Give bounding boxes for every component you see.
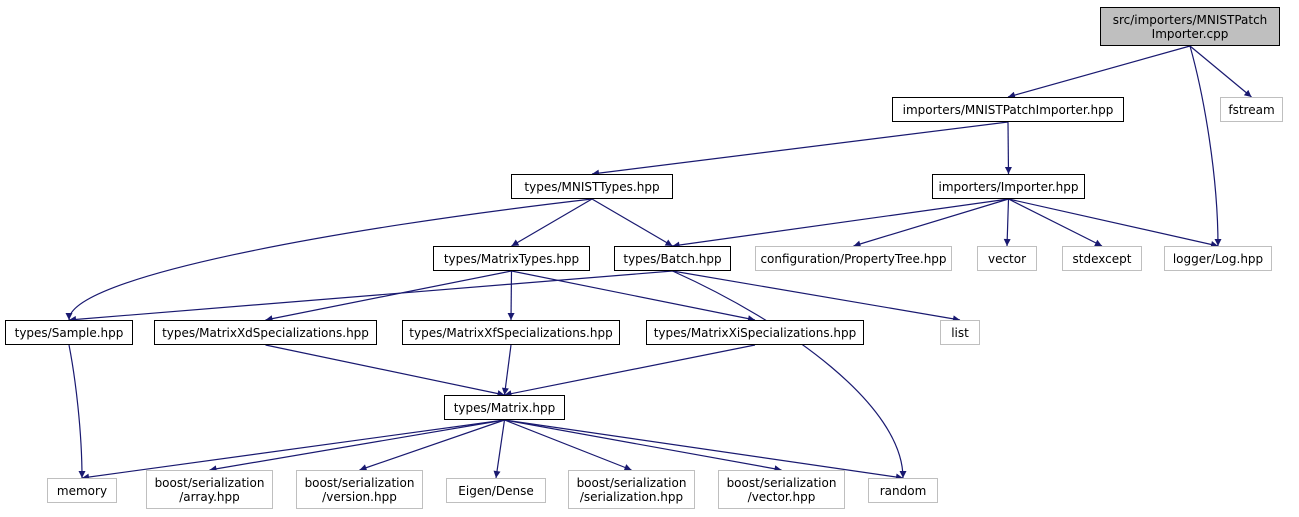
edge-mnist_patch_importer_hpp-to-mnist_types_hpp (591, 121, 1009, 177)
edge-sample_hpp-to-memory (68, 344, 86, 479)
node-label: types/MatrixTypes.hpp (443, 251, 580, 266)
node-label: vector (987, 251, 1027, 266)
edge-matrix_types_hpp-to-matrix_xf_hpp (507, 270, 515, 321)
node-label: types/Sample.hpp (14, 325, 124, 340)
edge-batch_hpp-to-list (672, 270, 961, 323)
edge-mnist_types_hpp-to-matrix_types_hpp (511, 198, 593, 247)
edge-matrix_xd_hpp-to-matrix_hpp (265, 344, 505, 397)
edge-batch_hpp-to-sample_hpp (68, 270, 673, 323)
node-label: types/MatrixXfSpecializations.hpp (409, 325, 613, 340)
node-mnist-types-hpp[interactable]: types/MNISTTypes.hpp (511, 174, 673, 199)
edge-matrix_xi_hpp-to-matrix_hpp (504, 344, 756, 398)
node-label-line2: Importer.cpp (1151, 26, 1229, 41)
node-vector[interactable]: vector (977, 246, 1037, 271)
node-random[interactable]: random (868, 478, 938, 503)
node-matrix-hpp[interactable]: types/Matrix.hpp (444, 395, 565, 420)
node-matrix-xf-specializations-hpp[interactable]: types/MatrixXfSpecializations.hpp (402, 320, 620, 345)
node-label-line2: /version.hpp (322, 489, 397, 504)
node-label: types/MNISTTypes.hpp (524, 179, 660, 194)
edge-matrix_types_hpp-to-matrix_xi_hpp (511, 270, 756, 323)
node-sample-hpp[interactable]: types/Sample.hpp (5, 320, 133, 345)
edge-importer_hpp-to-vector (1003, 198, 1011, 247)
node-boost-serialization-version-hpp[interactable]: boost/serialization /version.hpp (296, 470, 423, 509)
edge-matrix_hpp-to-boost_array (209, 419, 505, 473)
edge-mnist_patch_importer_hpp-to-importer_hpp (1004, 121, 1012, 175)
node-label: types/Matrix.hpp (453, 400, 556, 415)
node-label: stdexcept (1072, 251, 1132, 266)
node-label: logger/Log.hpp (1172, 251, 1264, 266)
node-label: importers/Importer.hpp (938, 179, 1079, 194)
node-label: Eigen/Dense (458, 483, 534, 498)
edge-matrix_hpp-to-random (504, 419, 904, 481)
edge-root-to-log_hpp (1189, 45, 1222, 247)
node-label-line2: /serialization.hpp (579, 489, 684, 504)
node-log-hpp[interactable]: logger/Log.hpp (1164, 246, 1272, 271)
edge-importer_hpp-to-property_tree_hpp (853, 198, 1009, 248)
node-label: random (879, 483, 927, 498)
edge-matrix_hpp-to-boost_vector (504, 419, 782, 473)
node-label-line2: /array.hpp (179, 489, 240, 504)
node-memory[interactable]: memory (47, 478, 117, 503)
edge-importer_hpp-to-log_hpp (1008, 198, 1219, 248)
node-matrix-xi-specializations-hpp[interactable]: types/MatrixXiSpecializations.hpp (646, 320, 864, 345)
node-eigen-dense[interactable]: Eigen/Dense (446, 478, 546, 503)
node-label-line1: boost/serialization (726, 475, 837, 490)
edge-matrix_hpp-to-boost_serialization (504, 419, 632, 471)
node-batch-hpp[interactable]: types/Batch.hpp (614, 246, 731, 271)
edge-mnist_types_hpp-to-sample_hpp (65, 198, 593, 321)
edge-matrix_hpp-to-eigen_dense (493, 419, 506, 479)
node-label-line1: boost/serialization (154, 475, 265, 490)
node-label: memory (56, 483, 108, 498)
edge-importer_hpp-to-stdexcept (1008, 198, 1103, 247)
edge-matrix_xf_hpp-to-matrix_hpp (501, 344, 512, 396)
node-importer-hpp[interactable]: importers/Importer.hpp (932, 174, 1085, 199)
node-label: fstream (1228, 102, 1275, 117)
node-boost-serialization-array-hpp[interactable]: boost/serialization /array.hpp (146, 470, 273, 509)
node-matrix-xd-specializations-hpp[interactable]: types/MatrixXdSpecializations.hpp (154, 320, 377, 345)
node-label-line1: boost/serialization (304, 475, 415, 490)
node-label-line2: /vector.hpp (747, 489, 816, 504)
node-label: types/MatrixXdSpecializations.hpp (162, 325, 369, 340)
node-label: types/MatrixXiSpecializations.hpp (653, 325, 857, 340)
node-mnist-patch-importer-hpp[interactable]: importers/MNISTPatchImporter.hpp (892, 97, 1124, 122)
edge-batch_hpp-to-random (672, 270, 907, 479)
node-matrix-types-hpp[interactable]: types/MatrixTypes.hpp (433, 246, 590, 271)
edge-matrix_hpp-to-boost_version (359, 419, 505, 472)
node-label: list (951, 325, 969, 340)
node-property-tree-hpp[interactable]: configuration/PropertyTree.hpp (755, 246, 952, 271)
node-label: configuration/PropertyTree.hpp (760, 251, 947, 266)
edge-matrix_types_hpp-to-matrix_xd_hpp (265, 270, 512, 323)
edge-importer_hpp-to-batch_hpp (672, 198, 1009, 249)
node-root-mnist-patch-importer-cpp[interactable]: src/importers/MNISTPatch Importer.cpp (1100, 7, 1280, 46)
node-boost-serialization-vector-hpp[interactable]: boost/serialization /vector.hpp (718, 470, 845, 509)
edge-root-to-fstream (1189, 45, 1252, 98)
node-list[interactable]: list (940, 320, 980, 345)
node-boost-serialization-serialization-hpp[interactable]: boost/serialization /serialization.hpp (568, 470, 695, 509)
edge-matrix_hpp-to-memory (81, 419, 505, 481)
edge-mnist_types_hpp-to-batch_hpp (591, 198, 673, 247)
node-fstream[interactable]: fstream (1220, 97, 1283, 122)
node-label: types/Batch.hpp (623, 251, 722, 266)
node-label-line1: boost/serialization (576, 475, 687, 490)
node-label-line1: src/importers/MNISTPatch (1112, 12, 1268, 27)
node-label: importers/MNISTPatchImporter.hpp (902, 102, 1114, 117)
node-stdexcept[interactable]: stdexcept (1062, 246, 1142, 271)
edge-root-to-mnist_patch_importer_hpp (1007, 45, 1191, 99)
